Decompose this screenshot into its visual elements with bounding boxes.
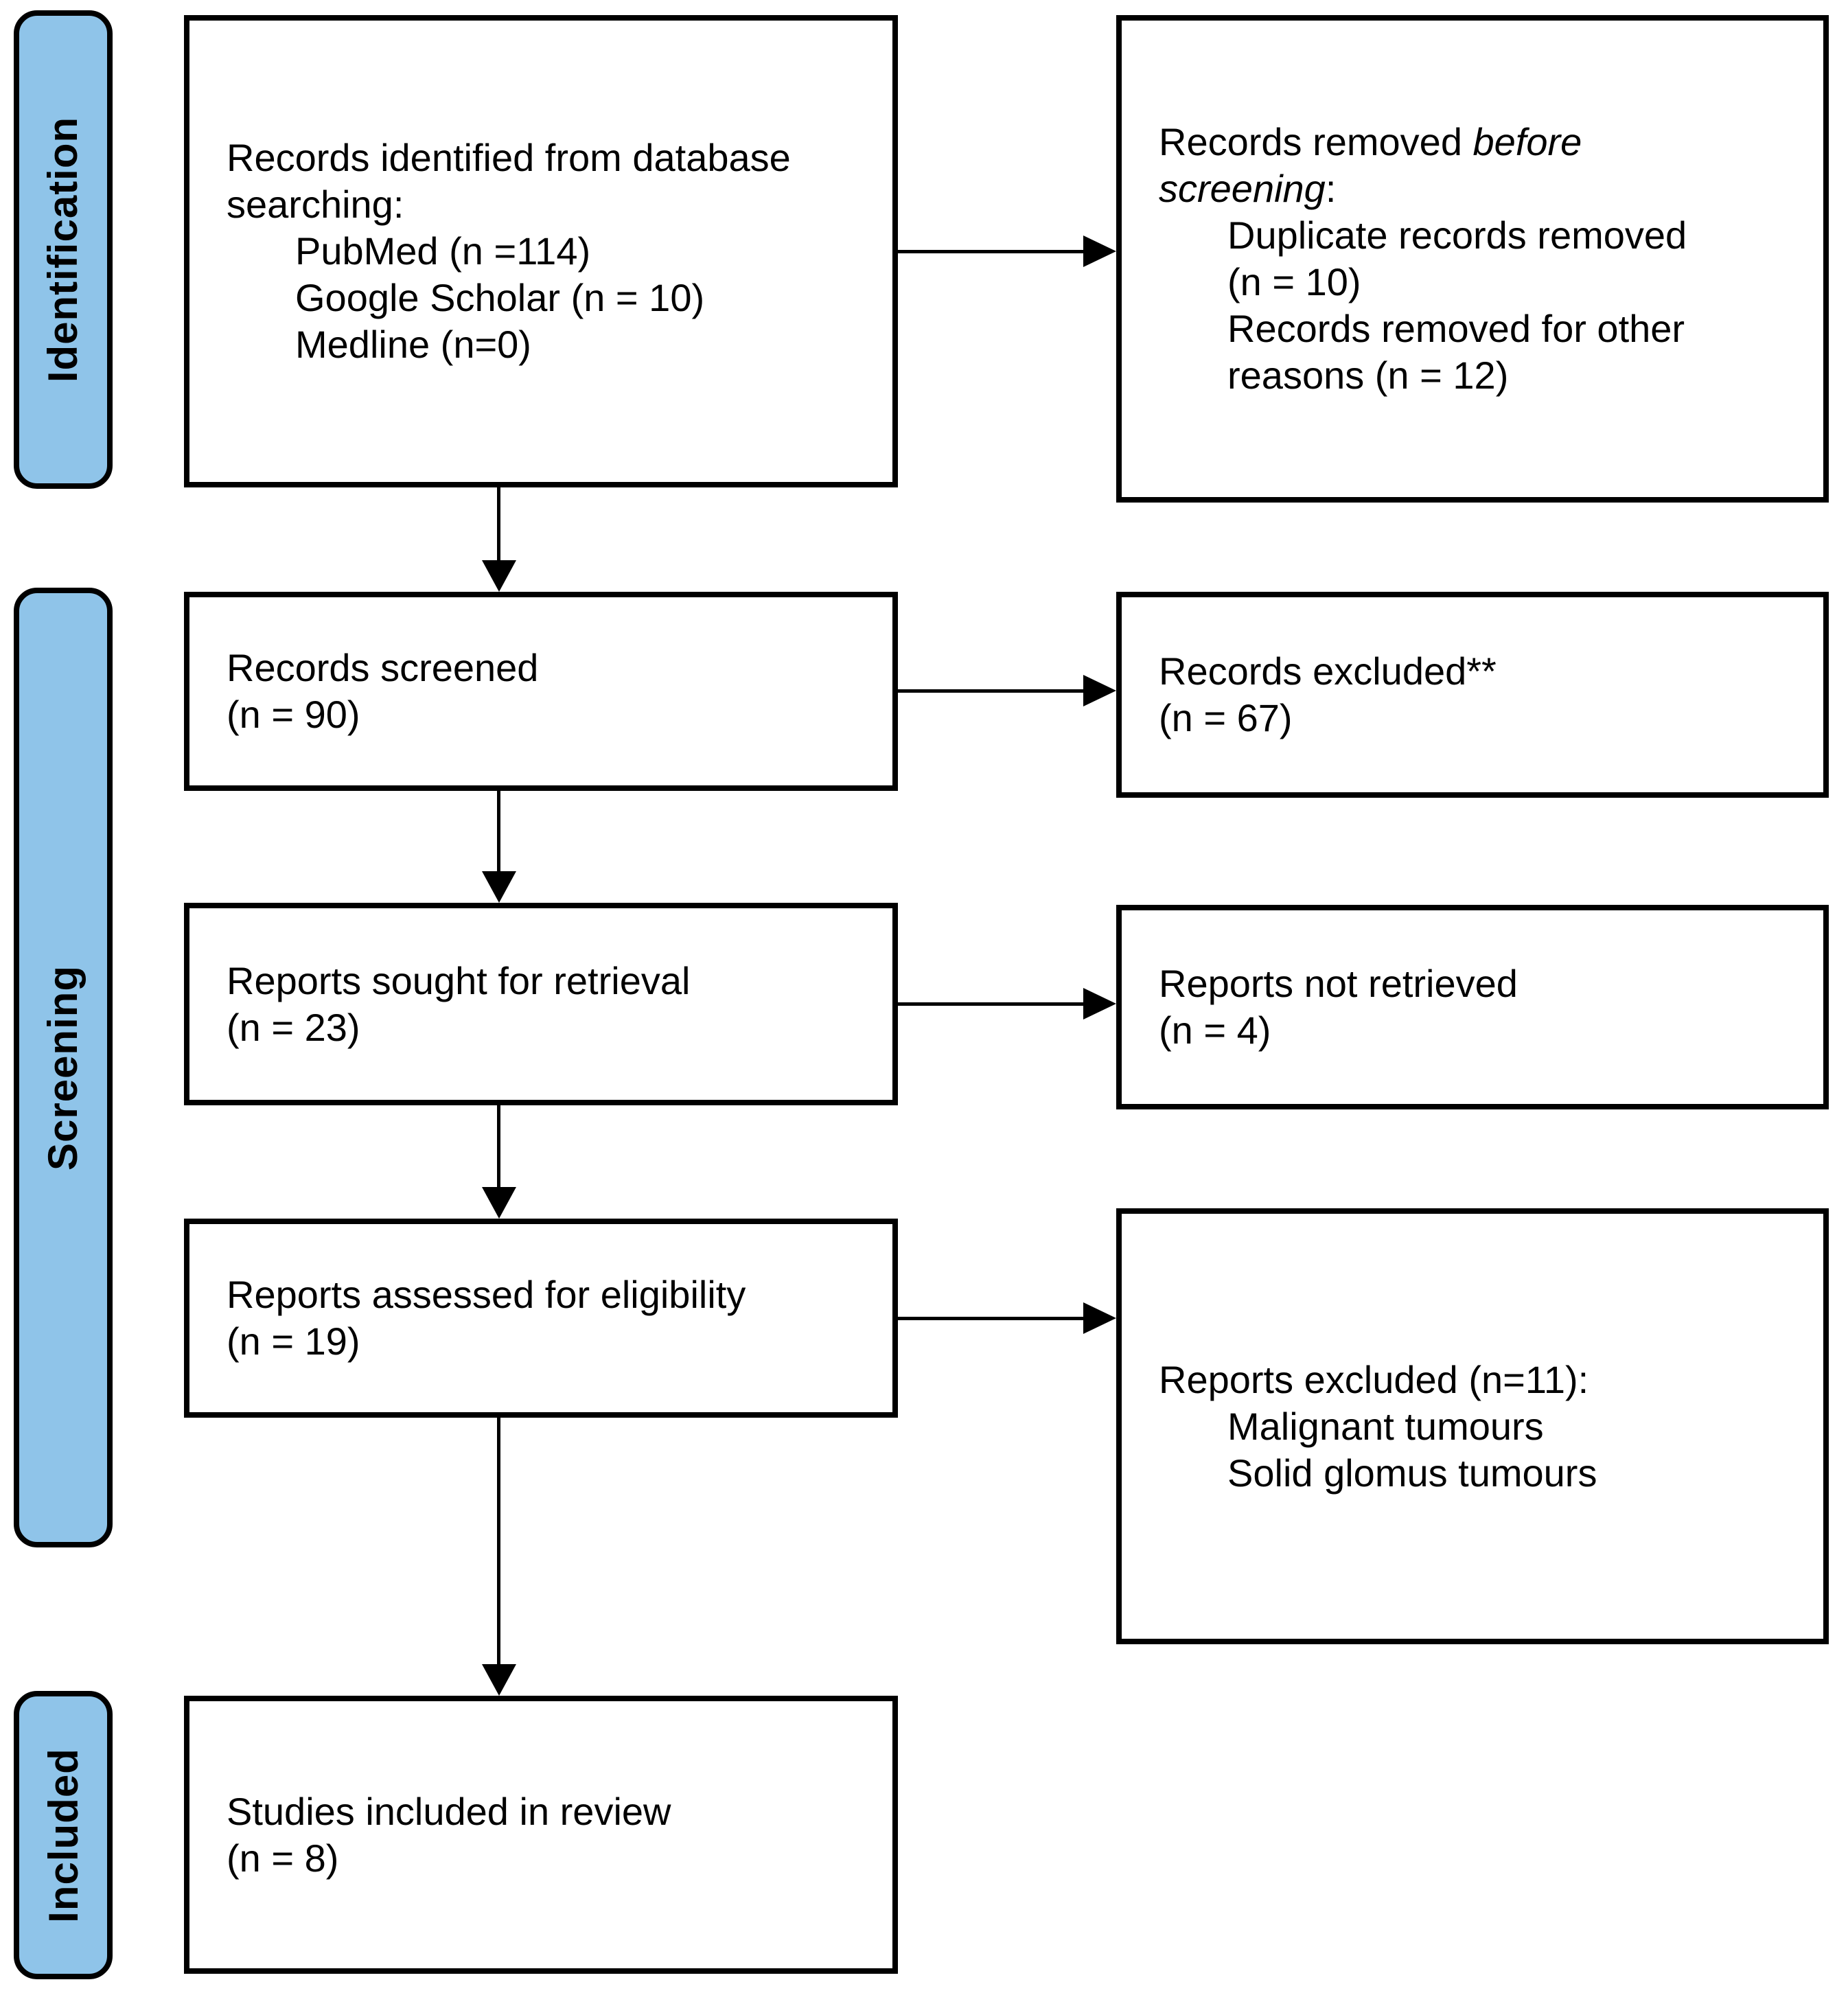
box-reports-sought: Reports sought for retrieval (n = 23) [184,903,898,1105]
arrow-screened-to-excluded-head [1083,675,1116,706]
database-item-pubmed: PubMed (n =114) [295,229,591,273]
records-screened-count: (n = 90) [227,693,360,736]
box-records-removed: Records removed before screening: Duplic… [1116,15,1829,503]
arrow-identified-to-screened-head [482,560,516,592]
stage-screening: Screening [14,588,113,1547]
arrow-identified-to-removed-line [898,250,1085,253]
studies-included-count: (n = 8) [227,1836,339,1880]
stage-screening-label: Screening [40,965,86,1171]
arrow-assessed-to-included-line [497,1418,500,1665]
reports-not-retrieved-count: (n = 4) [1159,1009,1271,1052]
arrow-sought-to-assessed-line [497,1105,500,1188]
arrow-sought-to-not-retrieved-line [898,1002,1085,1006]
reports-sought-count: (n = 23) [227,1005,360,1049]
records-excluded-count: (n = 67) [1159,696,1293,739]
database-item-medline: Medline (n=0) [295,323,531,366]
box-records-identified: Records identified from database searchi… [184,15,898,487]
arrow-identified-to-screened-line [497,487,500,562]
box-records-screened: Records screened (n = 90) [184,592,898,791]
arrow-assessed-to-reports-excluded-head [1083,1302,1116,1334]
removed-item-other: Records removed for other [1227,307,1685,350]
arrow-sought-to-not-retrieved-head [1083,988,1116,1019]
box-reports-excluded: Reports excluded (n=11): Malignant tumou… [1116,1208,1829,1644]
arrow-identified-to-removed-head [1083,235,1116,267]
arrow-sought-to-assessed-head [482,1187,516,1219]
arrow-assessed-to-reports-excluded-line [898,1317,1085,1320]
stage-included: Included [14,1691,113,1979]
arrow-screened-to-sought-line [497,791,500,872]
arrow-screened-to-excluded-line [898,689,1085,693]
excluded-item-malignant: Malignant tumours [1227,1404,1544,1448]
database-item-google-scholar: Google Scholar (n = 10) [295,276,705,319]
box-records-identified-text: Records identified from database [227,136,791,179]
removed-item-duplicates-count: (n = 10) [1227,260,1361,303]
stage-identification: Identification [14,10,113,489]
reports-assessed-count: (n = 19) [227,1320,360,1363]
excluded-item-solid-glomus: Solid glomus tumours [1227,1451,1597,1495]
box-reports-assessed: Reports assessed for eligibility (n = 19… [184,1219,898,1418]
arrow-assessed-to-included-head [482,1664,516,1696]
box-reports-not-retrieved: Reports not retrieved (n = 4) [1116,905,1829,1109]
box-records-excluded: Records excluded** (n = 67) [1116,592,1829,798]
stage-identification-label: Identification [40,116,86,383]
box-studies-included: Studies included in review (n = 8) [184,1696,898,1974]
removed-item-duplicates: Duplicate records removed [1227,214,1687,257]
removed-item-other-count: reasons (n = 12) [1227,354,1509,397]
arrow-screened-to-sought-head [482,871,516,903]
stage-included-label: Included [40,1747,86,1923]
before-screening-italic: before [1472,120,1582,163]
